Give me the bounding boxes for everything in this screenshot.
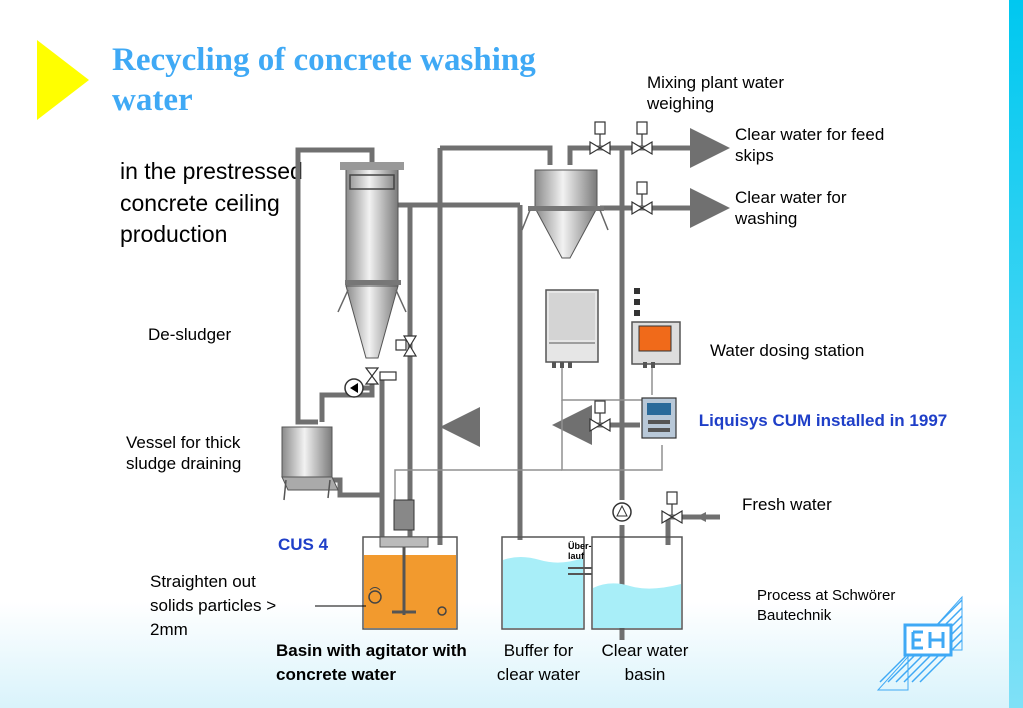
valve-icon-5 xyxy=(661,491,683,525)
valve-icon-1 xyxy=(589,121,611,156)
label-clear-basin: Clear water basin xyxy=(601,641,689,684)
valve-icon-4 xyxy=(589,400,611,433)
logo-eh-icon xyxy=(876,595,963,691)
label-clear-feed: Clear water for feed skips xyxy=(735,125,885,165)
label-liquisys: Liquisys CUM installed in 1997 xyxy=(698,411,948,430)
label-overflow: Über- lauf xyxy=(568,541,592,561)
valve-icon-3 xyxy=(631,181,653,216)
label-mixing-plant: Mixing plant water weighing xyxy=(647,73,785,113)
yellow-arrow-icon xyxy=(37,40,89,120)
agitator-basin xyxy=(362,499,458,630)
slide-title: Recycling of concrete washing water xyxy=(112,42,536,118)
label-clear-washing: Clear water for washing xyxy=(735,188,847,228)
buffer-basin xyxy=(501,536,585,630)
slide-subtitle: in the prestressed concrete ceiling prod… xyxy=(120,158,303,247)
pump-icon xyxy=(344,378,364,398)
desludger-silo xyxy=(337,162,407,359)
valve-icon-6 xyxy=(395,335,418,357)
pump-icon-2 xyxy=(612,502,632,522)
right-accent-bar xyxy=(1009,0,1023,708)
label-cus4: CUS 4 xyxy=(278,535,329,554)
label-buffer: Buffer for clear water xyxy=(496,641,581,684)
liquisys-transmitter xyxy=(641,397,677,439)
label-dosing-station: Water dosing station xyxy=(710,341,865,360)
signal-lines xyxy=(394,368,663,500)
valve-icon-7 xyxy=(364,367,397,385)
clear-water-tank xyxy=(521,169,609,259)
sludge-vessel xyxy=(281,426,339,501)
label-vessel: Vessel for thick sludge draining xyxy=(126,433,242,473)
clear-water-basin xyxy=(591,536,683,630)
dosing-station-controller xyxy=(631,321,681,368)
valve-icon-2 xyxy=(631,121,653,156)
label-basin-agitator: Basin with agitator with concrete water xyxy=(276,641,467,684)
label-fresh-water: Fresh water xyxy=(742,495,832,514)
label-desludger: De-sludger xyxy=(148,325,232,344)
label-process: Process at Schwörer Bautechnik xyxy=(757,587,896,624)
dosing-station-cabinet xyxy=(545,289,599,368)
status-lamps xyxy=(634,288,640,316)
label-straighten: Straighten out solids particles > 2mm xyxy=(150,572,277,639)
